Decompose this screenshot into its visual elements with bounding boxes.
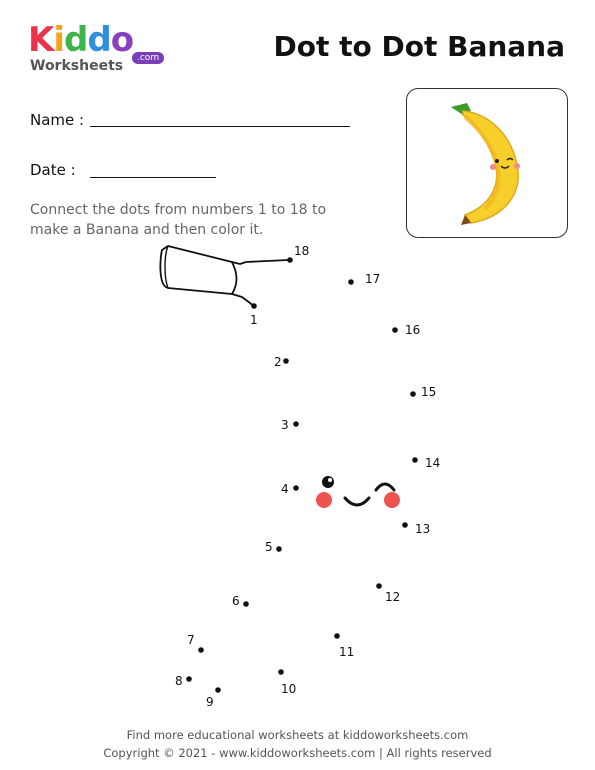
- right-cheek-icon: [384, 492, 400, 508]
- dot-label-2: 2: [274, 355, 282, 369]
- dot-6: [243, 601, 249, 607]
- logo-letter: d: [87, 20, 111, 60]
- logo-letter: o: [110, 20, 134, 60]
- logo-letter: K: [28, 20, 54, 60]
- dot-label-11: 11: [339, 645, 354, 659]
- dot-1: [251, 303, 257, 309]
- banana-picture-frame: [406, 88, 568, 238]
- name-field[interactable]: [90, 126, 350, 127]
- dot-2: [283, 358, 289, 364]
- kiddo-worksheets-logo: Kiddo Worksheets .com: [28, 20, 168, 78]
- instructions-text: Connect the dots from numbers 1 to 18 to…: [30, 202, 327, 238]
- dot-label-10: 10: [281, 682, 296, 696]
- dot-label-16: 16: [405, 323, 420, 337]
- banana-tip-icon: [461, 215, 471, 225]
- footer-line-1: Find more educational worksheets at kidd…: [126, 728, 469, 742]
- logo-wordmark: Kiddo: [28, 20, 134, 60]
- dot-label-12: 12: [385, 590, 400, 604]
- left-cheek-icon: [316, 492, 332, 508]
- date-label: Date :: [30, 161, 76, 179]
- dot-label-9: 9: [206, 695, 214, 709]
- dot-7: [198, 647, 204, 653]
- smile-icon: [343, 496, 371, 507]
- dot-label-13: 13: [415, 522, 430, 536]
- dot-9: [215, 687, 221, 693]
- dot-label-4: 4: [281, 482, 289, 496]
- dot-15: [410, 391, 416, 397]
- dot-17: [348, 279, 354, 285]
- dot-label-15: 15: [421, 385, 436, 399]
- dot-8: [186, 676, 192, 682]
- dot-10: [278, 669, 284, 675]
- stem-outline: [159, 245, 289, 307]
- page-title: Dot to Dot Banana: [273, 30, 565, 63]
- logo-subtitle: Worksheets: [30, 58, 124, 74]
- dot-label-8: 8: [175, 674, 183, 688]
- dot-label-6: 6: [232, 594, 240, 608]
- dot-label-3: 3: [281, 418, 289, 432]
- name-label: Name :: [30, 111, 85, 129]
- logo-letter: d: [64, 20, 88, 60]
- dot-12: [376, 583, 382, 589]
- logo-com-badge: .com: [132, 52, 165, 64]
- dot-4: [293, 485, 299, 491]
- banana-face: [316, 476, 400, 508]
- dot-label-1: 1: [250, 313, 258, 327]
- dot-11: [334, 633, 340, 639]
- right-eye-wink-icon: [374, 482, 396, 492]
- banana-picture: [451, 103, 520, 225]
- dot-label-17: 17: [365, 272, 380, 286]
- dot-14: [412, 457, 418, 463]
- dot-16: [392, 327, 398, 333]
- footer-copyright: Copyright © 2021 - www.kiddoworksheets.c…: [103, 746, 492, 760]
- date-field[interactable]: [90, 177, 216, 178]
- dot-5: [276, 546, 282, 552]
- dot-13: [402, 522, 408, 528]
- dot-3: [293, 421, 299, 427]
- dot-label-5: 5: [265, 540, 273, 554]
- dot-label-7: 7: [187, 633, 195, 647]
- logo-letter: i: [53, 20, 65, 60]
- dot-label-14: 14: [425, 456, 440, 470]
- dot-18: [287, 257, 293, 263]
- left-eye-icon: [322, 476, 334, 488]
- dot-label-18: 18: [294, 244, 309, 258]
